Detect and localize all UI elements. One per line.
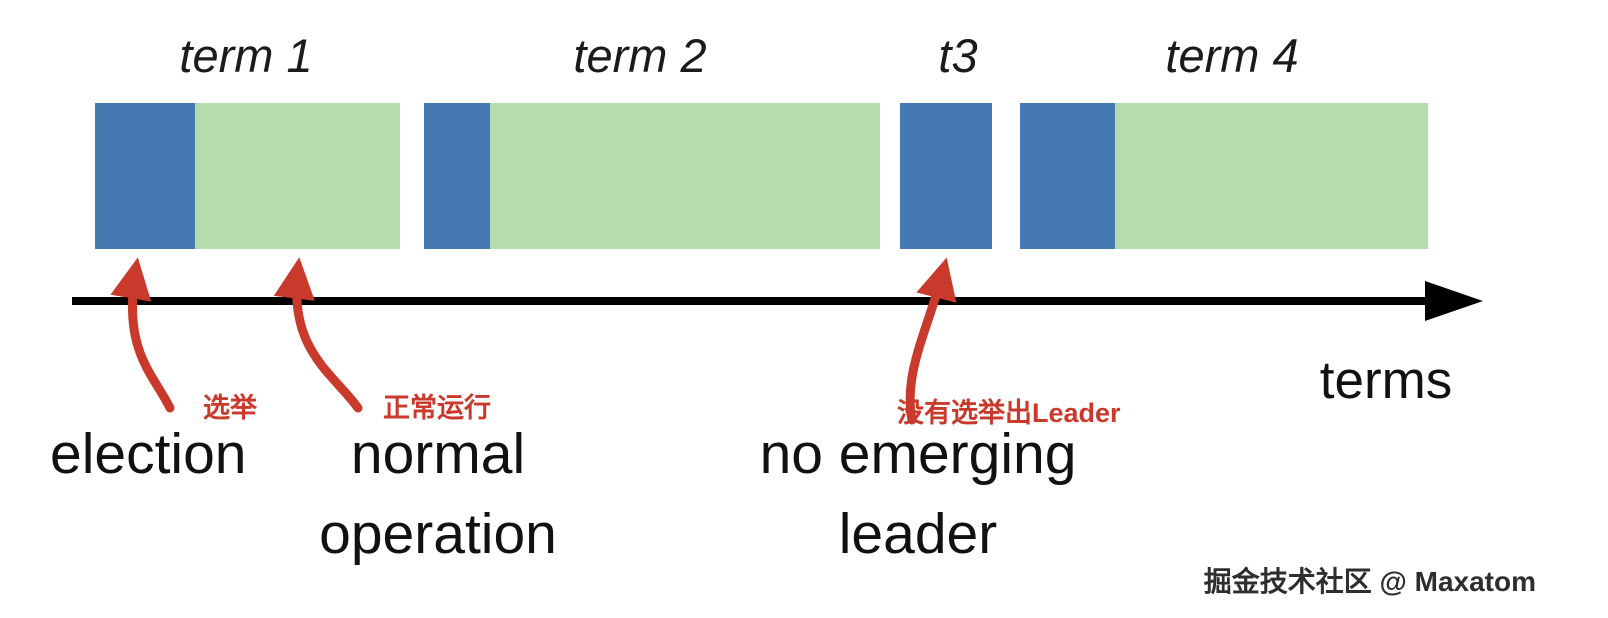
no-emerging-leader-label-line1: no emerging <box>759 422 1077 486</box>
timeline-axis <box>72 281 1483 321</box>
term-4-election-segment <box>1020 103 1115 249</box>
normal-operation-label-line2: operation <box>319 502 557 566</box>
term-1-normal-operation-segment <box>195 103 400 249</box>
normal-operation-label: normal operation <box>319 414 557 574</box>
term-3-election-segment <box>900 103 992 249</box>
normal-operation-annotation-arrow <box>273 257 363 413</box>
watermark: 掘金技术社区 @ Maxatom <box>1203 566 1536 597</box>
term-2-normal-operation-segment <box>490 103 880 249</box>
terms-axis-label: terms <box>1319 351 1453 410</box>
term-4-normal-operation-segment <box>1115 103 1428 249</box>
term-1-election-segment <box>95 103 195 249</box>
term-label-3: t3 <box>938 29 978 82</box>
term-2-election-segment <box>424 103 490 249</box>
term-label-1: term 1 <box>179 29 313 82</box>
term-label-2: term 2 <box>573 29 707 82</box>
election-cn-label: 选举 <box>203 393 257 423</box>
normal-operation-cn-label: 正常运行 <box>383 393 491 423</box>
no-leader-cn-label: 没有选举出Leader <box>897 398 1121 428</box>
term-label-4: term 4 <box>1165 29 1299 82</box>
election-label: election <box>50 422 247 486</box>
election-annotation-arrow <box>110 257 175 413</box>
no-emerging-leader-label-line2: leader <box>838 502 998 566</box>
normal-operation-label-line1: normal <box>350 422 526 486</box>
no-emerging-leader-label: no emerging leader <box>760 414 1077 574</box>
